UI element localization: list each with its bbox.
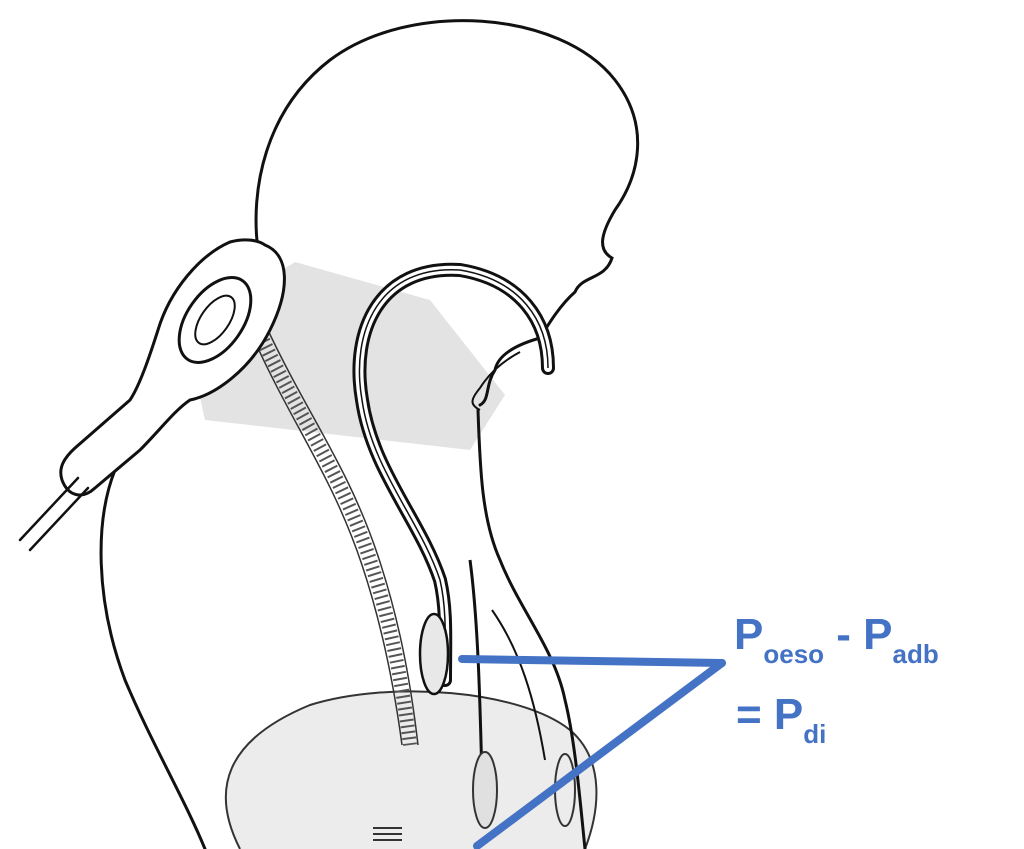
p-oeso-subscript: oeso [763,639,824,669]
stomach-outline [226,691,597,849]
pressure-difference-label: Poeso - Padb [734,610,939,670]
gastric-balloon [473,752,497,828]
minus-sign: - [824,610,863,659]
transdiaphragmatic-pressure-label: = Pdi [736,690,826,750]
p-di-subscript: di [803,719,826,749]
pointer-line-upper [462,659,722,663]
p-di-symbol: P [774,690,803,739]
equals-sign: = [736,690,774,739]
p-adb-symbol: P [863,610,892,659]
p-oeso-symbol: P [734,610,763,659]
p-adb-subscript: adb [893,639,939,669]
oesophageal-balloon [420,614,448,694]
